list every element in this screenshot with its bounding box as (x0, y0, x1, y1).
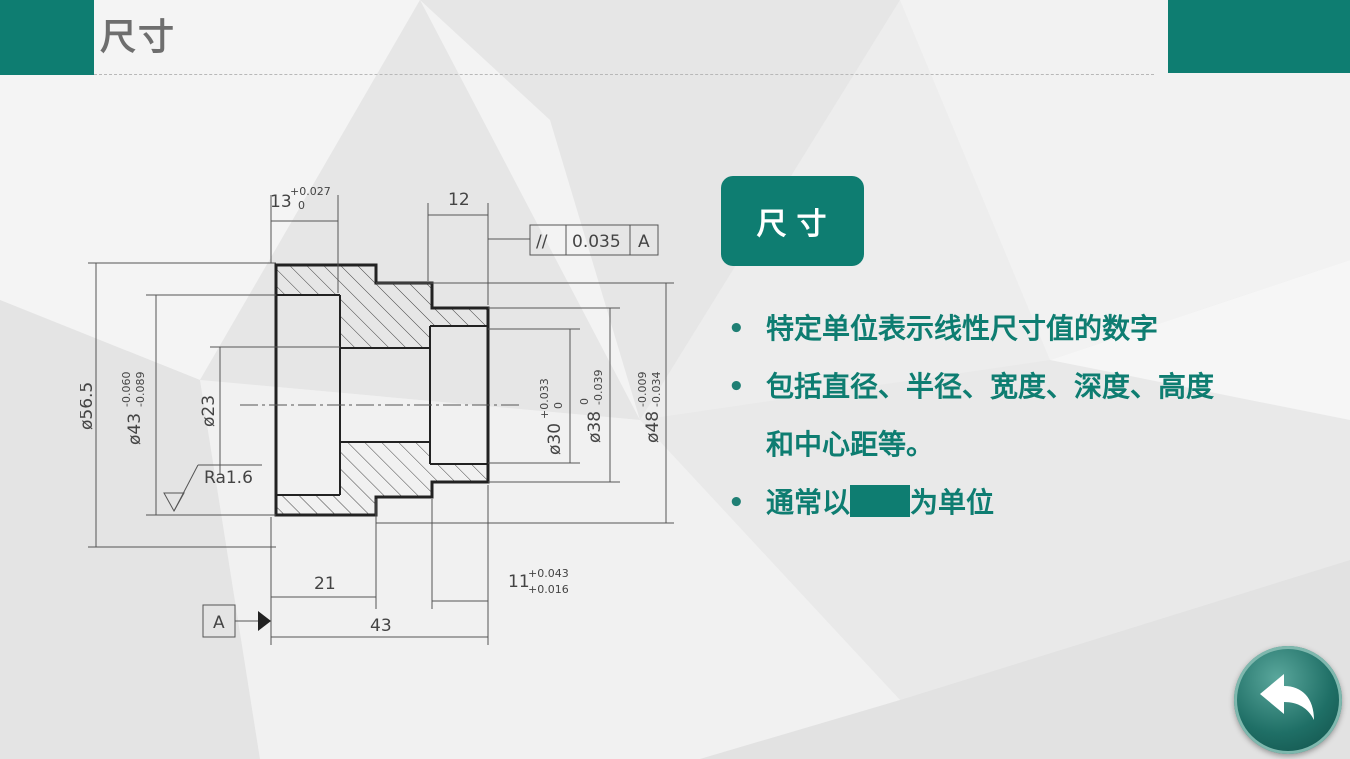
dim-48-tol-low: -0.034 (650, 372, 663, 407)
dim-30-tol-low: 0 (552, 402, 565, 409)
dim-30-tol-up: +0.033 (538, 378, 551, 419)
bullet-text-continued: 和中心距等。 (766, 428, 935, 461)
roughness-label: Ra1.6 (204, 468, 253, 488)
hatch-upper (276, 265, 488, 348)
bullet-list: • 特定单位表示线性尺寸值的数字 • 包括直径、半径、宽度、深度、高度 和中心距… (728, 300, 1308, 532)
dim-13: 13 (270, 192, 292, 212)
tolerance-frame (529, 224, 659, 256)
back-arrow-icon (1260, 674, 1314, 720)
dim-38-tol-up: 0 (578, 398, 591, 405)
datum-triangle-icon (258, 611, 271, 631)
tolerance-symbol: // (536, 232, 548, 252)
dim-13-tol-up: +0.027 (290, 185, 331, 198)
dim-11-tol-up: +0.043 (528, 567, 569, 580)
bullet-dot-icon: • (728, 314, 745, 344)
section-badge: 尺寸 (721, 176, 864, 266)
dim-23: ø23 (199, 395, 219, 427)
header-accent-left (0, 0, 94, 75)
roughness-icon (163, 492, 185, 513)
dim-56-5: ø56.5 (80, 382, 97, 430)
dim-13-tol-low: 0 (298, 199, 305, 212)
dim-48: ø48 (643, 411, 663, 443)
dim-38-tol-low: -0.039 (592, 370, 605, 405)
bullet-text: 特定单位表示线性尺寸值的数字 (766, 312, 1159, 345)
bullet-dot-icon: • (728, 488, 745, 518)
dim-38: ø38 (585, 411, 605, 443)
tolerance-datum: A (638, 232, 650, 252)
bullet-text-before-blank: 通常以 (766, 486, 851, 519)
bullet-dot-icon: • (728, 372, 745, 402)
header-accent-right (1168, 0, 1350, 73)
tolerance-value: 0.035 (572, 232, 621, 252)
title-divider (94, 74, 1154, 75)
engineering-drawing: 13 +0.027 0 12 // 0.035 A ø56.5 ø43 -0.0… (80, 185, 674, 645)
datum-label: A (213, 613, 225, 633)
bullet-item: • 包括直径、半径、宽度、深度、高度 和中心距等。 (728, 358, 1308, 474)
dim-43-length: 43 (370, 616, 392, 636)
dim-43-tol-low: -0.089 (134, 372, 147, 407)
bullet-text: 包括直径、半径、宽度、深度、高度 (766, 370, 1215, 403)
bullet-item: • 特定单位表示线性尺寸值的数字 (728, 300, 1308, 358)
dim-11: 11 (508, 572, 530, 592)
dim-43: ø43 (125, 413, 145, 445)
dim-43-tol-up: -0.060 (120, 372, 133, 407)
fill-in-blank (850, 485, 911, 517)
dim-48-tol-up: -0.009 (636, 372, 649, 407)
dim-21: 21 (314, 574, 336, 594)
bullet-text-after-blank: 为单位 (910, 486, 995, 519)
back-button[interactable] (1234, 646, 1342, 754)
dim-11-tol-low: +0.016 (528, 583, 569, 596)
bullet-item: • 通常以 为单位 (728, 474, 1308, 532)
hatch-lower (276, 442, 488, 515)
dim-12: 12 (448, 190, 470, 210)
dim-30: ø30 (545, 423, 565, 455)
slide-title: 尺寸 (100, 17, 177, 58)
